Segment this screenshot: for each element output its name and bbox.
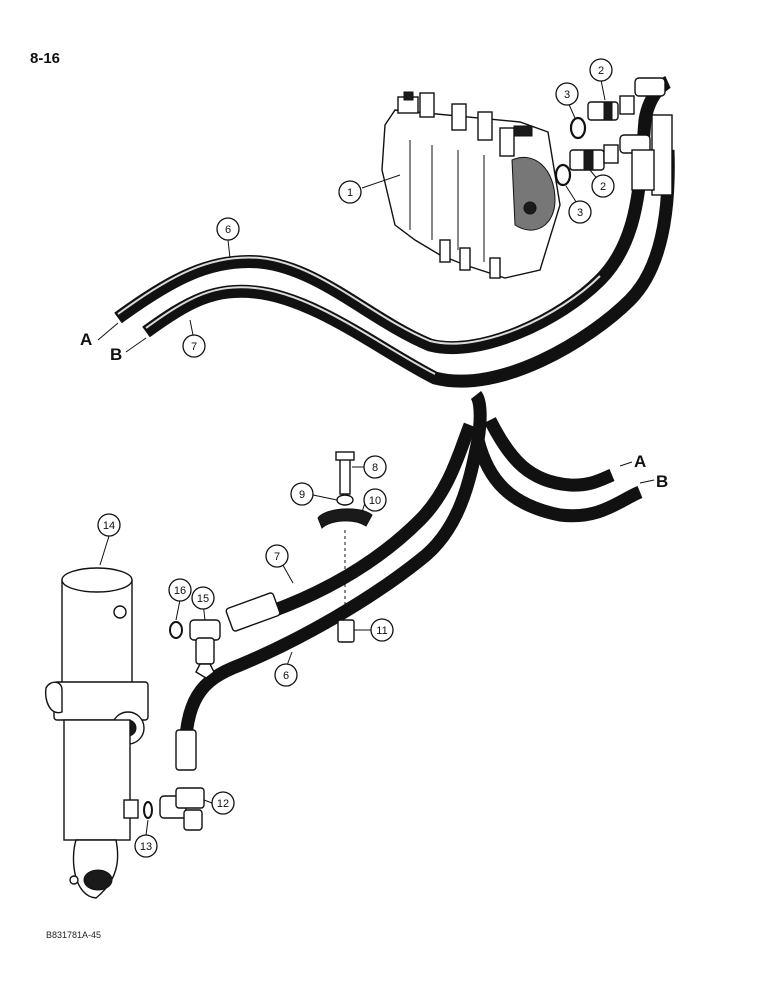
callout-label: 6 (283, 670, 289, 682)
o-ring-16 (169, 621, 183, 639)
callout-14: 14 (97, 513, 121, 537)
elbow-fitting-15 (189, 619, 221, 679)
callout-2: 2 (591, 174, 615, 198)
o-ring-upper (569, 116, 587, 140)
callout-label: 11 (376, 625, 387, 637)
callout-9: 9 (290, 482, 314, 506)
line-label-b-lower: B (656, 472, 668, 491)
callout-label: 7 (191, 341, 197, 353)
drawing-code: B831781A-45 (46, 930, 102, 940)
callout-label: 2 (598, 65, 604, 77)
callout-label: 16 (174, 585, 186, 597)
hose-sleeve-right (651, 114, 673, 196)
callout-8: 8 (363, 455, 387, 479)
callout-label: 12 (217, 798, 229, 810)
callout-label: 9 (299, 489, 305, 501)
control-valve (381, 91, 561, 279)
hose-sleeve-left (631, 149, 655, 191)
callout-16: 16 (168, 578, 192, 602)
callout-2: 2 (589, 58, 613, 82)
callout-6: 6 (216, 217, 240, 241)
callout-3: 3 (555, 82, 579, 106)
callout-label: 6 (225, 224, 231, 236)
callout-label: 10 (369, 495, 381, 507)
o-ring-13 (143, 801, 153, 819)
hose-7-end-fitting (225, 592, 281, 632)
hose-6-lower (178, 390, 643, 761)
line-label-b-upper: B (110, 345, 122, 364)
callout-label: 1 (347, 187, 353, 199)
page-number: 8-16 (30, 50, 61, 67)
callout-13: 13 (134, 834, 158, 858)
hose-end-fitting-upper (634, 77, 666, 97)
callout-12: 12 (211, 791, 235, 815)
o-ring-lower (554, 163, 572, 187)
callout-label: 8 (372, 462, 378, 474)
hose-7-upper (142, 149, 675, 388)
callout-label: 7 (274, 551, 280, 563)
line-label-a-upper: A (80, 330, 92, 349)
elbow-fitting-12 (159, 787, 205, 831)
callout-3: 3 (568, 200, 592, 224)
callout-11: 11 (370, 618, 394, 642)
hose-7-lower (267, 417, 615, 619)
fitting-upper (587, 95, 635, 121)
fitting-lower (569, 144, 619, 171)
callout-1: 1 (338, 180, 362, 204)
callout-7: 7 (265, 544, 289, 568)
callout-7: 7 (182, 334, 206, 358)
callout-10: 10 (363, 488, 387, 512)
hydraulic-cylinder (44, 567, 149, 899)
callout-6: 6 (274, 663, 298, 687)
callout-label: 2 (600, 181, 606, 193)
callout-label: 14 (103, 520, 115, 532)
callout-label: 13 (140, 841, 152, 853)
hose-6-end-fitting (175, 729, 197, 771)
line-label-a-lower: A (634, 452, 646, 471)
callout-label: 15 (197, 593, 209, 605)
callout-15: 15 (191, 586, 215, 610)
callout-label: 3 (577, 207, 583, 219)
callout-label: 3 (564, 89, 570, 101)
